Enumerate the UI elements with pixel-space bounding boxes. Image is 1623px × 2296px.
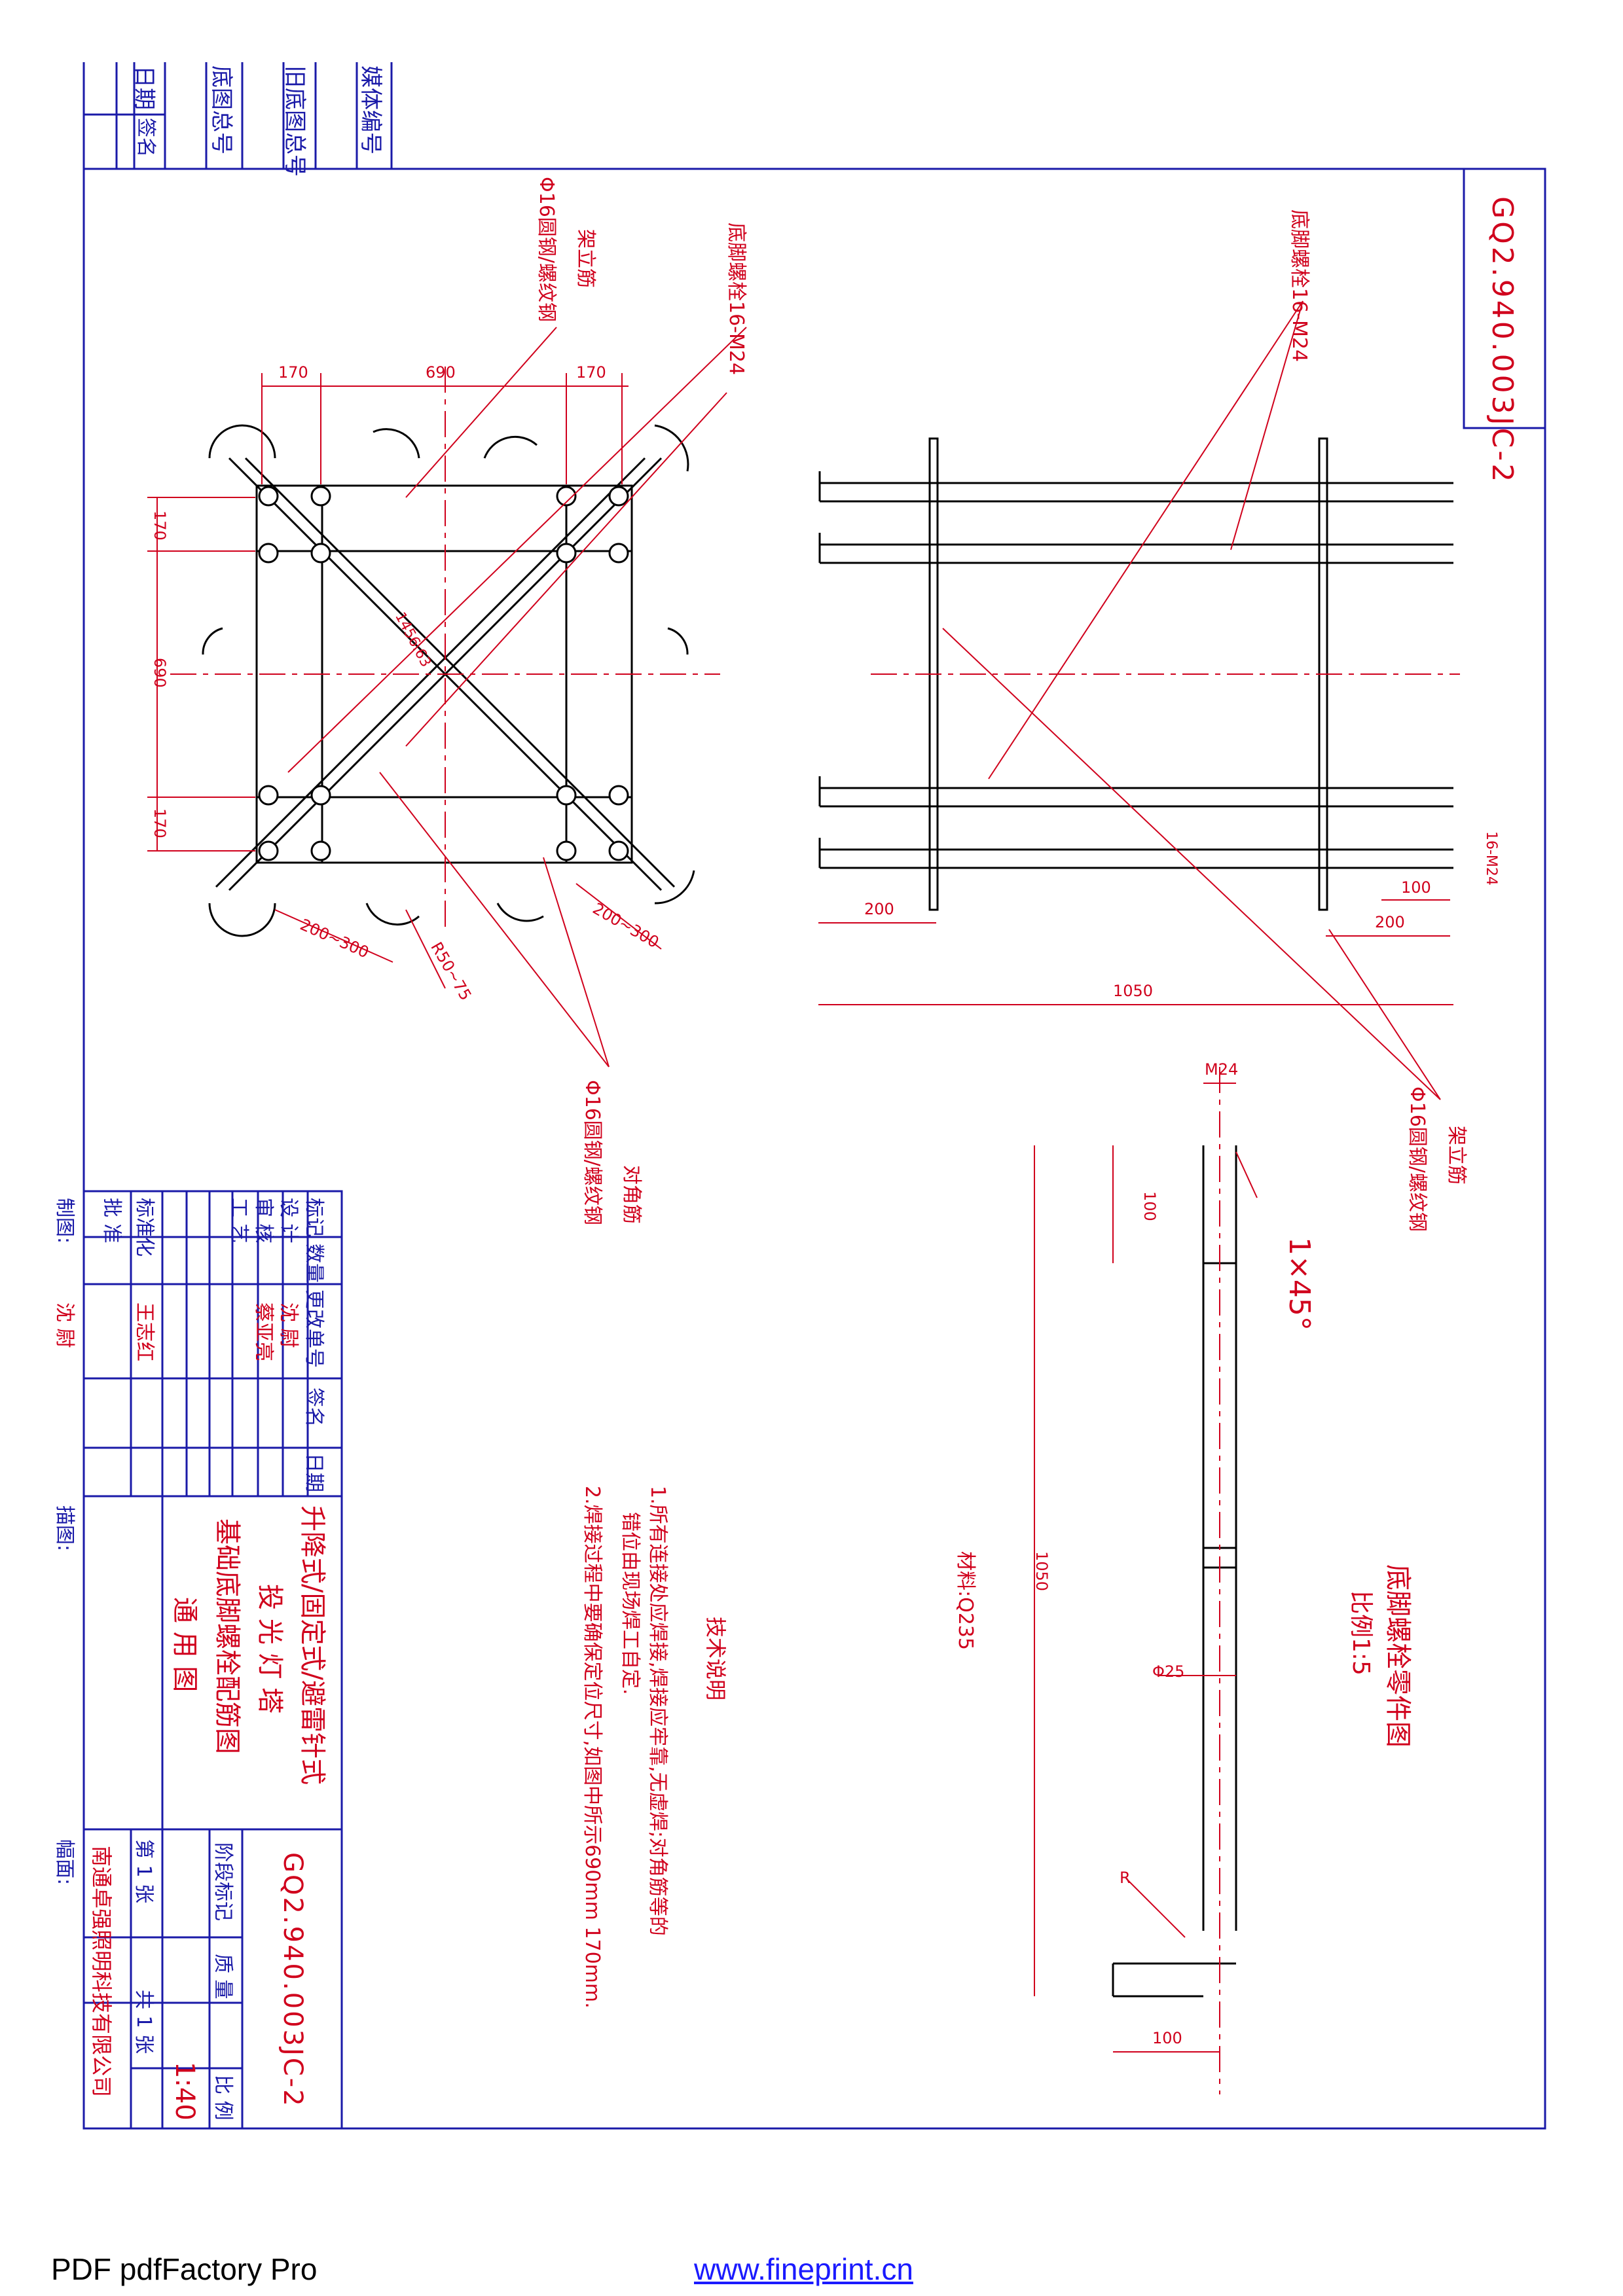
- side-signature: 签名: [134, 118, 157, 157]
- plan-dim-d: 170: [151, 511, 169, 541]
- tb-name-design: 沈 尉: [277, 1302, 300, 1348]
- footer-left: PDF pdfFactory Pro: [51, 2252, 318, 2286]
- tb-weight-label: 质 量: [211, 1954, 234, 2000]
- tb-header-sign: 签名: [302, 1388, 325, 1427]
- plan-dim-f: 170: [151, 808, 169, 838]
- footer-link[interactable]: www.fineprint.cn: [694, 2252, 913, 2286]
- elev-callout-bolt: 底脚螺栓16-M24: [1288, 209, 1311, 363]
- part-dim-length: 1050: [1032, 1551, 1051, 1592]
- tb-sheet-total: 共 1 张: [132, 1990, 155, 2054]
- tb-role-review: 审 核: [252, 1198, 275, 1244]
- tb-traced-label: 描图:: [53, 1505, 76, 1552]
- callout-rod-label: 架立筋: [574, 229, 597, 288]
- frame: [82, 62, 1546, 2130]
- side-date: 日期: [131, 65, 157, 110]
- tb-scale: 1:40: [170, 2062, 200, 2121]
- plan-view: [202, 424, 695, 937]
- tb-drawn-label: 制图:: [53, 1198, 76, 1244]
- plan-dim-b: 690: [426, 363, 456, 382]
- drawing-code: GQ2.940.003JC-2: [278, 1852, 308, 2108]
- tb-role-craft: 工 艺: [227, 1198, 250, 1244]
- elevation-view: [818, 437, 1453, 911]
- plan-bolt-holes: [258, 486, 629, 861]
- part-title: 底脚螺栓零件图: [1383, 1564, 1413, 1748]
- side-old-base-no: 旧底图总号: [282, 65, 308, 177]
- tb-drawn-name: 沈 尉: [53, 1302, 76, 1348]
- title-line-2: 投 光 灯 塔: [255, 1584, 285, 1714]
- part-dim-hook: 100: [1152, 2029, 1182, 2047]
- notes-line-3: 2.焊接过程中要确保定位尺寸,如图中所示690mm 170mm.: [581, 1486, 604, 2009]
- plan-dim-a: 170: [278, 363, 308, 382]
- side-base-no: 底图总号: [208, 65, 234, 154]
- tb-role-standard: 标准化: [133, 1198, 156, 1257]
- part-dimension-lines: [1034, 1067, 1258, 2094]
- tb-header-change: 更改单号: [302, 1289, 325, 1368]
- part-dim-thread-len: 100: [1140, 1191, 1159, 1221]
- tb-format-label: 幅面:: [53, 1839, 76, 1886]
- notes-material: 材料:Q235: [954, 1551, 977, 1650]
- callout-rod: Φ16圆钢/螺纹钢: [535, 177, 558, 322]
- part-view: [1112, 1145, 1237, 1998]
- title-line-3: 基础底脚螺栓配筋图: [212, 1518, 242, 1754]
- part-chamfer: 1×45°: [1283, 1237, 1316, 1331]
- elev-dim-thread: 100: [1401, 878, 1431, 897]
- tb-stage-label: 阶段标记: [211, 1842, 234, 1921]
- title-line-1: 升降式/固定式/避雷针式: [297, 1505, 327, 1785]
- elev-callout-rod-label: 架立筋: [1445, 1126, 1468, 1185]
- callout-diag-label: 对角筋: [620, 1165, 643, 1224]
- notes-heading: 技术说明: [703, 1617, 728, 1701]
- part-dim-thread: M24: [1205, 1060, 1239, 1079]
- part-dim-radius: R: [1120, 1869, 1131, 1887]
- plan-dim-c: 170: [576, 363, 606, 382]
- callout-diag-rod: Φ16圆钢/螺纹钢: [581, 1080, 604, 1225]
- elev-callout-rod: Φ16圆钢/螺纹钢: [1406, 1086, 1429, 1232]
- elev-dim-left: 200: [864, 900, 894, 918]
- callout-bolt: 底脚螺栓16-M24: [725, 223, 748, 376]
- elevation-dimension-lines: [818, 300, 1460, 1100]
- tb-ratio-label: 比 例: [211, 2075, 234, 2121]
- elev-dim-right: 200: [1375, 913, 1405, 931]
- elev-dim-bolt: 16-M24: [1483, 831, 1499, 886]
- plan-dim-e: 690: [151, 658, 169, 688]
- side-media-no: 媒体编号: [357, 65, 384, 154]
- notes-line-1: 1.所有连接处应焊接,焊接应牢靠,无虚焊;对角筋等的: [646, 1486, 669, 1936]
- tb-role-approve: 批 准: [100, 1198, 123, 1244]
- drawing-code-top: GQ2.940.003JC-2: [1486, 196, 1519, 485]
- part-dim-dia: Φ25: [1152, 1662, 1185, 1681]
- tb-role-design: 设 计: [277, 1198, 300, 1244]
- tb-header-qty: 数量: [302, 1244, 325, 1283]
- tb-sheet-no: 第 1 张: [132, 1839, 155, 1904]
- elev-dim-total: 1050: [1113, 982, 1154, 1000]
- tb-name-review: 蔡亚亮: [252, 1302, 275, 1361]
- footer-link-wrap: www.fineprint.cn: [694, 2251, 913, 2287]
- tb-company: 南通卓强照明科技有限公司: [89, 1846, 114, 2098]
- notes-line-2: 错位由现场焊工自定.: [619, 1512, 642, 1695]
- part-scale: 比例1:5: [1347, 1590, 1374, 1676]
- plan-dimension-lines: [147, 327, 747, 1067]
- title-line-4: 通 用 图: [170, 1597, 200, 1693]
- tb-name-standard: 王志红: [133, 1302, 156, 1361]
- tb-header-date: 日期: [302, 1453, 325, 1492]
- tb-header-mark: 标记: [302, 1198, 325, 1237]
